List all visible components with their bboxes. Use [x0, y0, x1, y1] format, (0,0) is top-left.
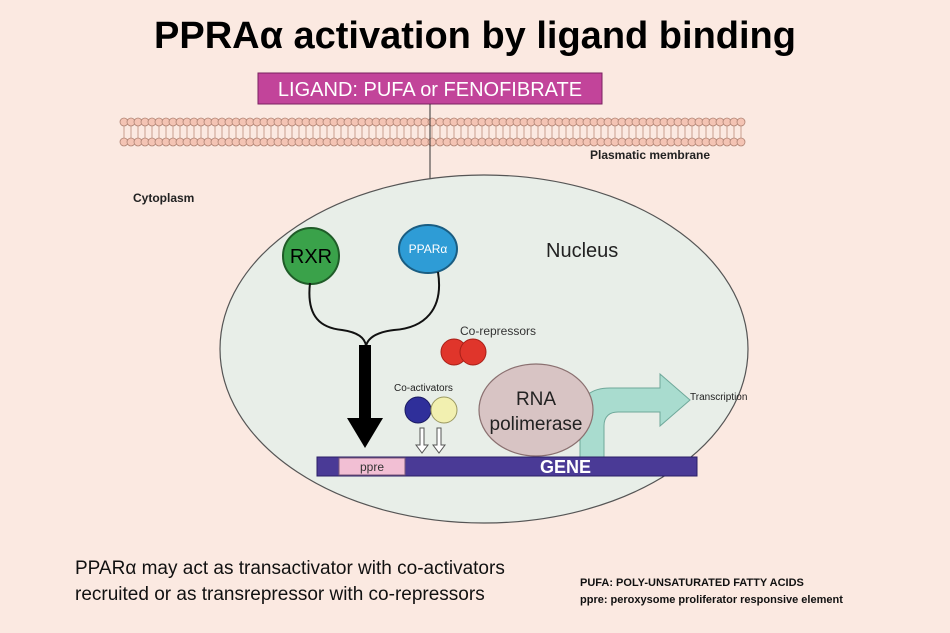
description-line-1: PPARα may act as transactivator with co-…: [75, 558, 505, 579]
lipid-head: [427, 117, 437, 127]
coactivator-arrows: [415, 427, 446, 454]
description-line-2: recruited or as transrepressor with co-r…: [75, 584, 485, 605]
rna-polymerase-label-line2: polimerase: [490, 414, 583, 435]
ligand-label: LIGAND: PUFA or FENOFIBRATE: [278, 79, 582, 101]
heterodimer-connector: [308, 271, 441, 347]
rxr-label: RXR: [290, 246, 332, 268]
footnote-ppre: ppre: peroxysome proliferator responsive…: [580, 594, 843, 606]
footnote-pufa: PUFA: POLY-UNSATURATED FATTY ACIDS: [580, 577, 804, 589]
lipid-head: [736, 137, 746, 147]
gene-strand: ppre GENE: [316, 456, 698, 477]
rna-polymerase-label-line1: RNA: [516, 389, 556, 410]
membrane-label: Plasmatic membrane: [590, 148, 710, 162]
ppre-label: ppre: [360, 460, 384, 474]
cytoplasm-label: Cytoplasm: [133, 191, 194, 205]
lipid-head: [427, 137, 437, 147]
lipid-head: [736, 117, 746, 127]
coactivators-label: Co-activators: [394, 383, 453, 394]
ppar-alpha-receptor: PPARα: [398, 224, 458, 274]
corepressors-label: Co-repressors: [460, 324, 536, 338]
ppre-element: [338, 457, 406, 476]
corepressor-proteins: [440, 338, 487, 366]
ligand-box: LIGAND: PUFA or FENOFIBRATE: [257, 72, 603, 105]
rxr-receptor: RXR: [282, 227, 340, 285]
coactivator-proteins: [404, 396, 458, 424]
nucleus-label: Nucleus: [546, 240, 618, 262]
transcription-label: Transcription: [690, 392, 747, 403]
binding-arrow: [347, 345, 383, 448]
rna-polymerase: RNA polimerase: [478, 363, 594, 457]
plasma-membrane: [119, 117, 746, 147]
diagram-title: PPRAα activation by ligand binding: [154, 15, 796, 57]
gene-label: GENE: [540, 457, 591, 477]
ppar-label: PPARα: [409, 242, 448, 256]
